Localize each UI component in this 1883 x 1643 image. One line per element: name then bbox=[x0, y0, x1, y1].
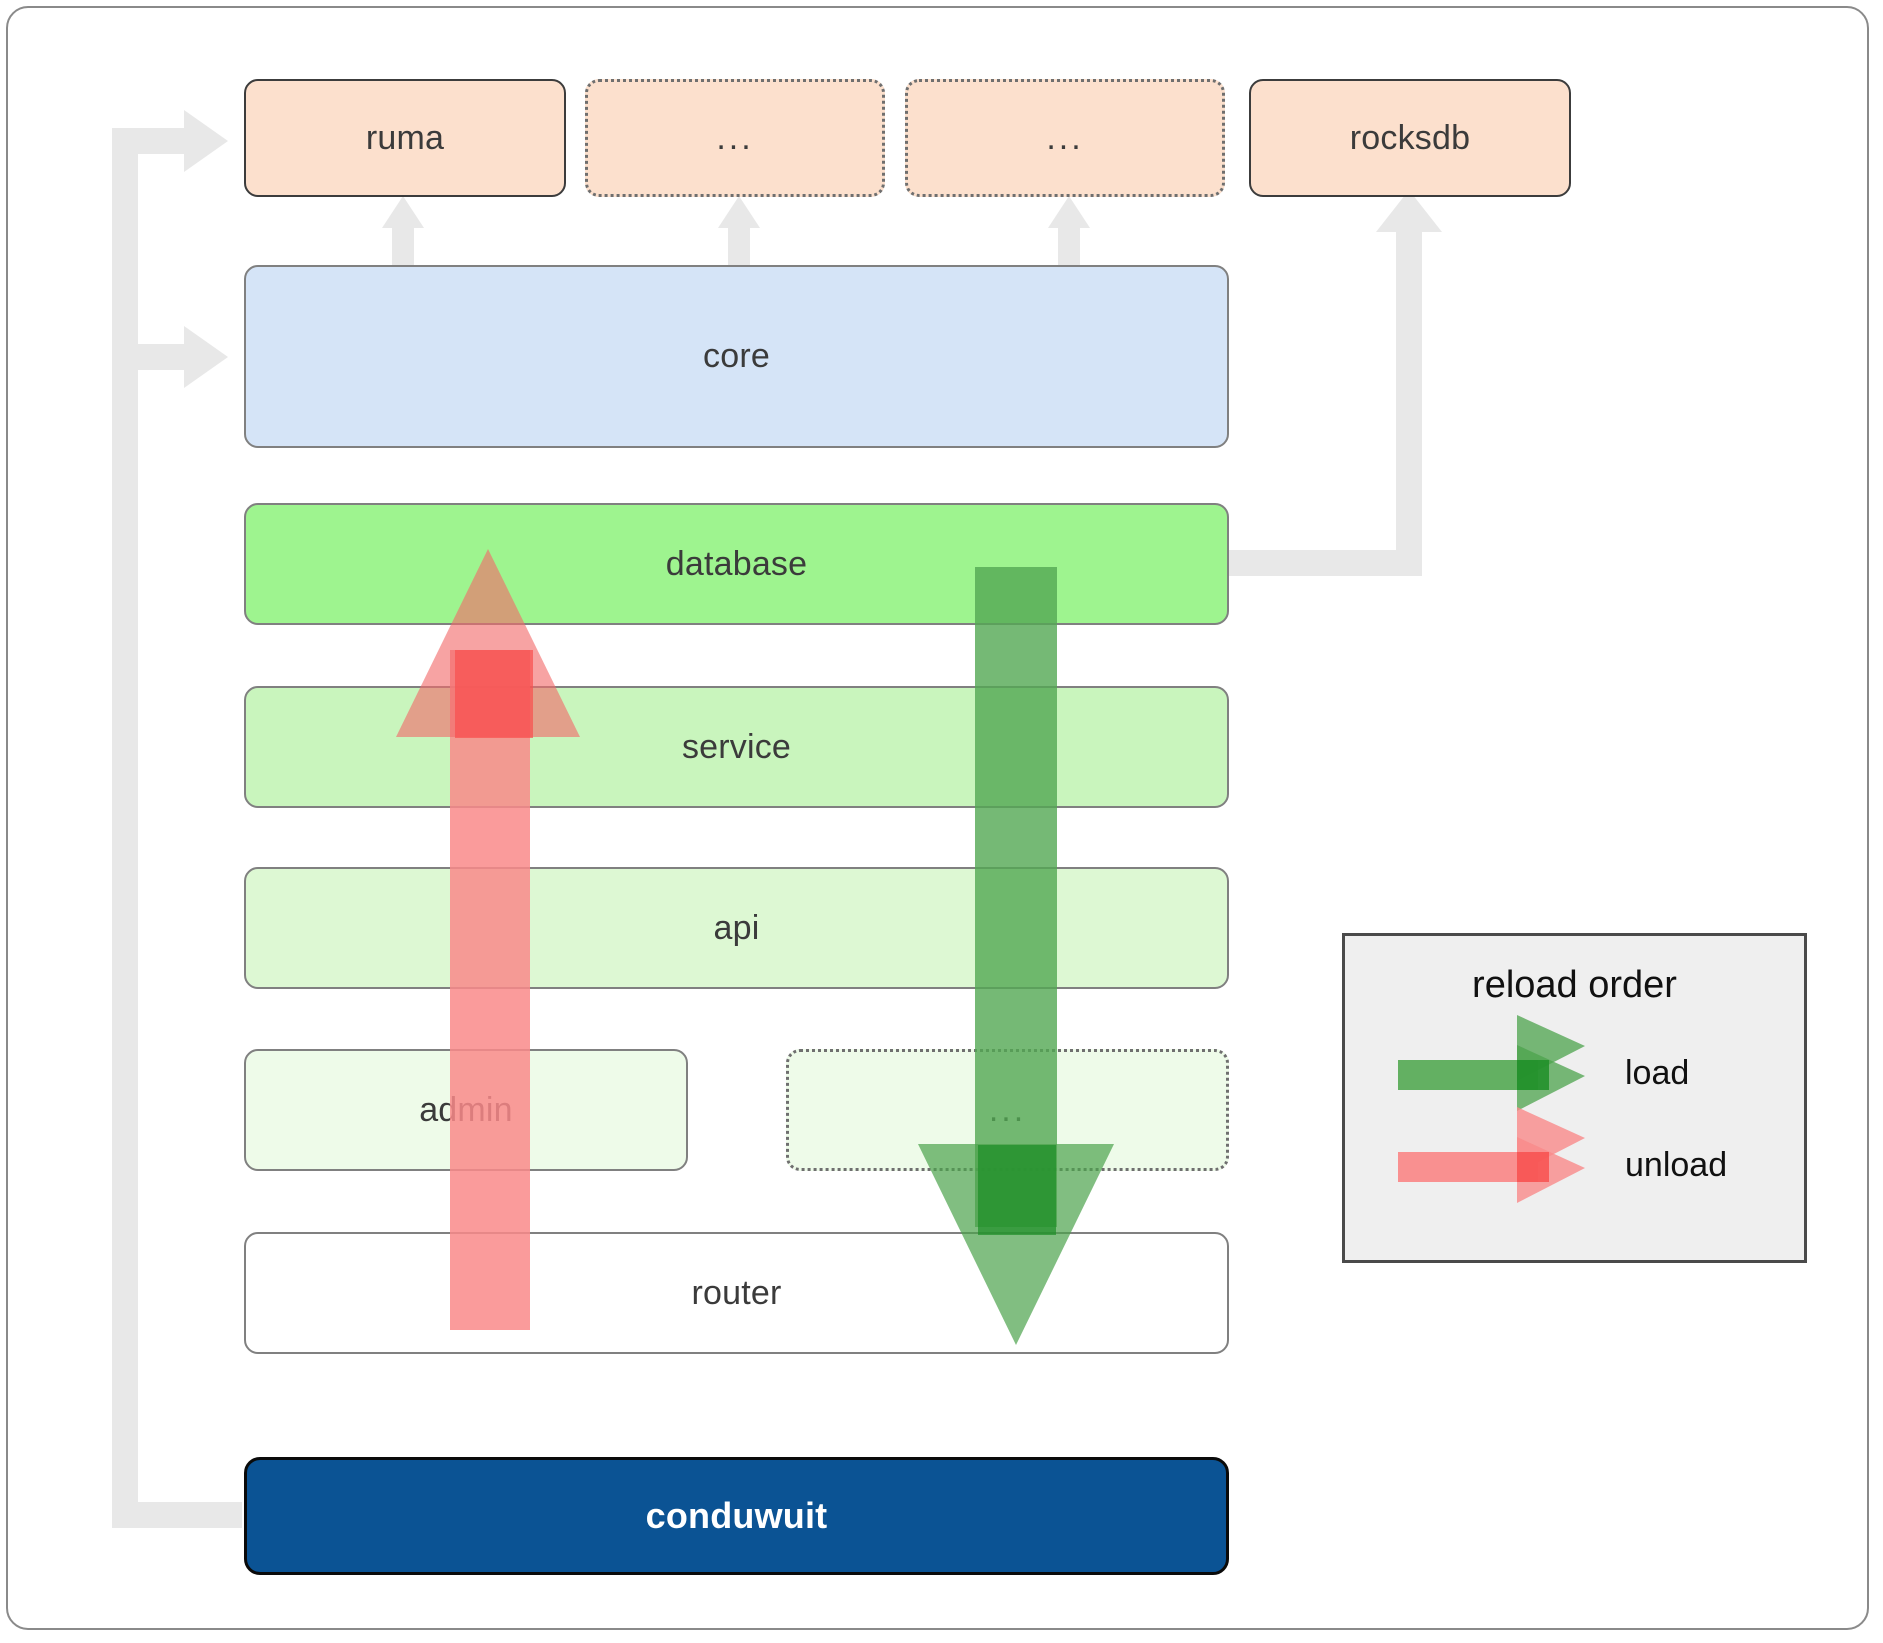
legend-unload-arrow-icon bbox=[1398, 1107, 1585, 1203]
node-admin[interactable]: admin bbox=[244, 1049, 688, 1171]
node-api[interactable]: api bbox=[244, 867, 1229, 989]
legend-load-arrow-icon bbox=[1398, 1015, 1585, 1111]
node-router[interactable]: router bbox=[244, 1232, 1229, 1354]
legend-title: reload order bbox=[1472, 964, 1677, 1006]
node-ellipsis-top-2[interactable]: ... bbox=[905, 79, 1225, 197]
node-label-ellipsis-top-1: ... bbox=[716, 118, 754, 157]
legend-label-unload: unload bbox=[1625, 1146, 1728, 1184]
node-label-rocksdb: rocksdb bbox=[1349, 118, 1471, 157]
node-rocksdb[interactable]: rocksdb bbox=[1249, 79, 1571, 197]
node-core[interactable]: core bbox=[244, 265, 1229, 448]
node-service[interactable]: service bbox=[244, 686, 1229, 808]
legend-label-load: load bbox=[1625, 1054, 1690, 1092]
node-label-api: api bbox=[713, 908, 760, 947]
diagram-frame bbox=[6, 6, 1869, 1630]
node-ruma[interactable]: ruma bbox=[244, 79, 566, 197]
node-conduwuit[interactable]: conduwuit bbox=[244, 1457, 1229, 1575]
node-label-core: core bbox=[703, 337, 770, 375]
legend-box: reload order load unload bbox=[1342, 933, 1807, 1263]
node-label-admin: admin bbox=[419, 1090, 513, 1129]
node-ellipsis-top-1[interactable]: ... bbox=[585, 79, 885, 197]
node-label-ellipsis-top-2: ... bbox=[1046, 118, 1084, 157]
node-database[interactable]: database bbox=[244, 503, 1229, 625]
node-label-ellipsis-mid: ... bbox=[988, 1090, 1027, 1129]
node-label-database: database bbox=[665, 544, 808, 583]
node-label-router: router bbox=[691, 1273, 782, 1312]
legend-arrow-swatches bbox=[1398, 1015, 1585, 1203]
node-label-service: service bbox=[681, 727, 792, 766]
node-label-ruma: ruma bbox=[365, 118, 445, 157]
node-label-conduwuit: conduwuit bbox=[645, 1495, 828, 1536]
node-ellipsis-mid[interactable]: ... bbox=[786, 1049, 1229, 1171]
